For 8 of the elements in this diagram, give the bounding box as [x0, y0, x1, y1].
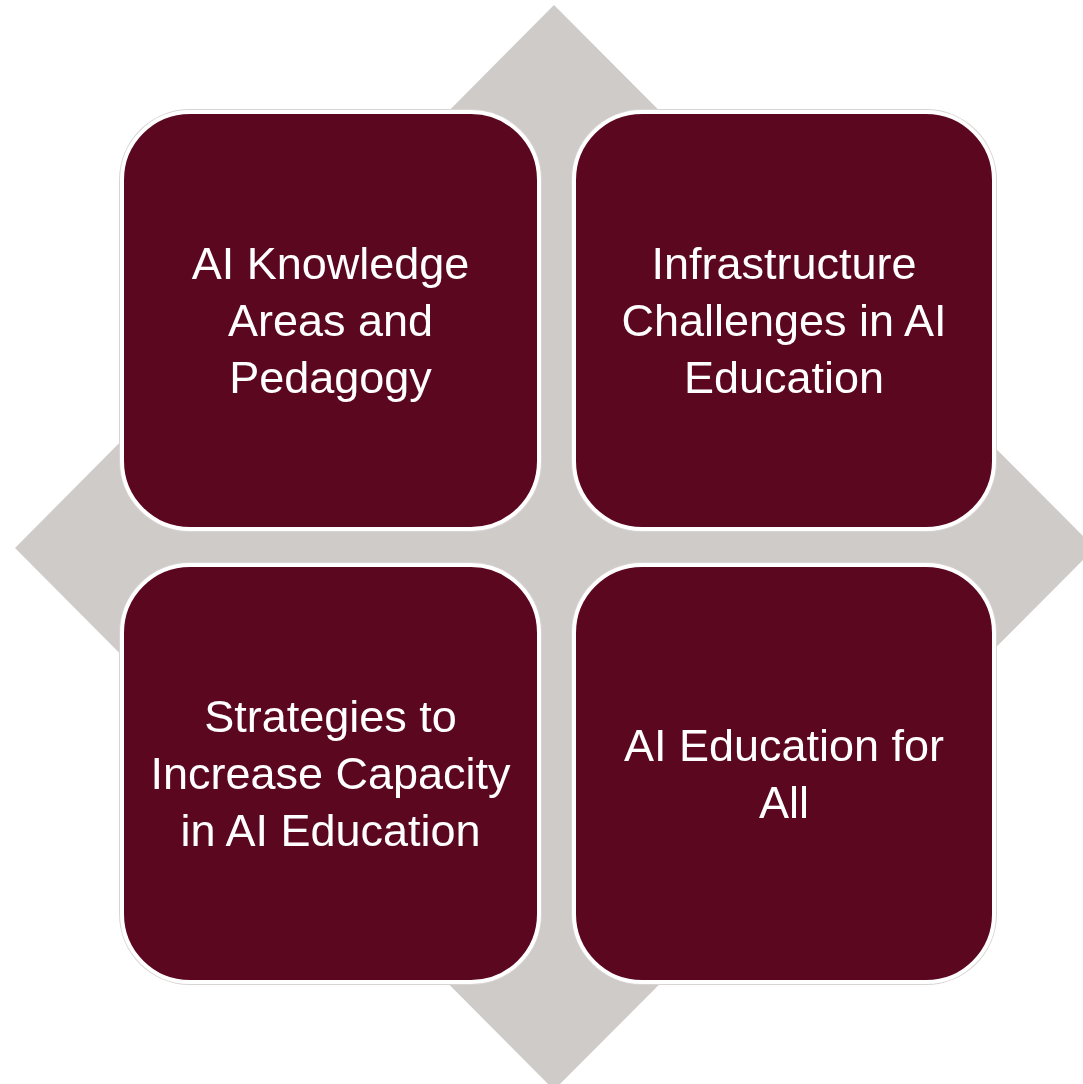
rounded-square — [120, 110, 541, 531]
rounded-square — [572, 563, 996, 984]
topic-label: Strategies to Increase Capacity in AI Education — [149, 690, 512, 858]
topic-label: AI Knowledge Areas and Pedagogy — [190, 237, 471, 405]
topic-label: Infrastructure Challenges in AI Education — [620, 237, 948, 405]
rounded-square — [120, 563, 541, 984]
rounded-square — [572, 110, 996, 531]
topic-label: AI Education for All — [622, 718, 946, 830]
